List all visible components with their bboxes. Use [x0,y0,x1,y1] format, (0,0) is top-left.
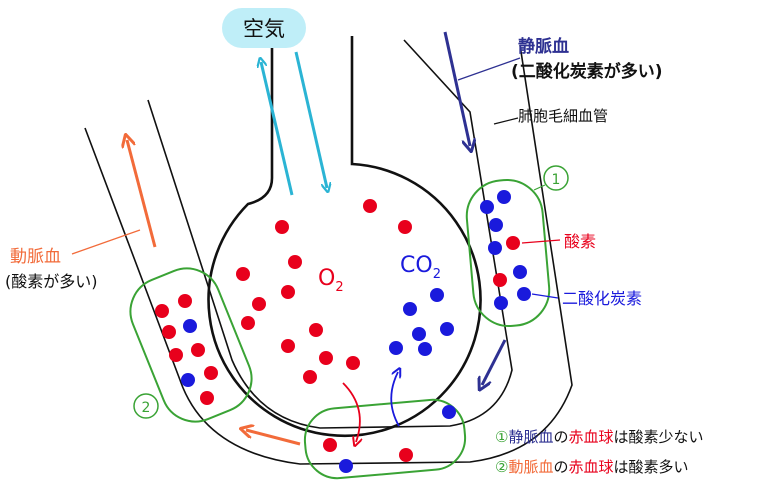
air-label: 空気 [243,17,285,41]
co2-molecule [517,287,531,301]
cell-2-molecules [155,294,218,405]
co2-molecule [513,265,527,279]
oxygen-molecule [155,304,169,318]
capillary-label: 肺胞毛細血管 [518,107,608,125]
venous-pointer-line [457,57,521,81]
co2-molecule [403,302,417,316]
co2-molecule [430,288,444,302]
oxygen-molecule [346,356,360,370]
air-bubble [222,8,306,48]
arterial-pointer-line [71,229,141,255]
oxygen-molecule [162,325,176,339]
co2-molecule [488,241,502,255]
air-out-arrow [261,62,294,196]
oxygen-molecule [281,285,295,299]
oxygen-molecule [506,236,520,250]
marker-1-circle [543,165,569,191]
oxygen-molecule [309,323,323,337]
oxygen-molecule [399,448,413,462]
oxygen-molecule [204,366,218,380]
venous-flow-arrow-bottom [482,339,507,385]
marker-1-digit: 1 [552,172,561,188]
red-blood-cell-1 [465,178,551,328]
co2-molecule [442,405,456,419]
o2-label: O2 [318,266,344,295]
oxygen-molecule [191,343,205,357]
capillary-outer-wall [84,44,573,465]
venous-blood-title: 静脈血 [518,36,569,57]
co2-molecule [339,459,353,473]
legend-line-2: ②動脈血の赤血球は酸素多い [495,458,689,476]
co2-label: 二酸化炭素 [562,289,642,308]
marker-1-connector [533,184,546,191]
legend-line-1: ①静脈血の赤血球は酸素少ない [495,428,704,446]
co2-molecule [418,342,432,356]
co2-diffusion-arrow [390,372,399,427]
oxygen-molecule [169,348,183,362]
arterial-blood-note: (酸素が多い) [5,272,98,291]
arterial-blood-title: 動脈血 [10,247,61,267]
arterial-flow-arrow-top [127,140,157,248]
oxygen-molecule [275,220,289,234]
capillary-inner-wall [147,39,513,429]
co2-molecule [480,200,494,214]
red-blood-cell-2 [129,267,253,423]
venous-blood-note: (二酸化炭素が多い) [511,61,663,82]
marker-2-circle [133,393,159,419]
oxygen-label: 酸素 [564,232,596,251]
oxygen-molecule [493,273,507,287]
oxygen-molecule [363,199,377,213]
venous-flow-arrow-top [443,31,470,146]
oxygen-molecule [178,294,192,308]
oxygen-molecule [288,255,302,269]
oxygen-molecule [398,220,412,234]
oxygen-molecule [200,391,214,405]
oxygen-molecule [323,438,337,452]
co2-molecule [181,373,195,387]
oxygen-pointer-line [521,239,561,244]
co2-molecule [497,190,511,204]
co2-molecule [494,296,508,310]
capillary-pointer-line [493,117,519,125]
oxygen-molecule [236,267,250,281]
co2-molecule [389,341,403,355]
alveolus-co2-molecules [389,288,454,356]
legend: ①静脈血の赤血球は酸素少ない ②動脈血の赤血球は酸素多い [495,428,704,476]
marker-2-digit: 2 [142,400,151,416]
air-in-arrow [294,51,327,188]
oxygen-diffusion-arrow [342,382,360,442]
co2-label-gas: CO2 [400,253,441,282]
oxygen-molecule [319,351,333,365]
alveolus-wall [207,36,482,438]
co2-molecule [412,327,426,341]
red-blood-cell-bottom [303,398,467,480]
arterial-flow-arrow-bottom [246,430,301,446]
cell-1-molecules [480,190,531,310]
oxygen-molecule [303,370,317,384]
bottom-cell-molecules [323,405,456,473]
oxygen-molecule [241,316,255,330]
oxygen-molecule [281,339,295,353]
oxygen-molecule [252,297,266,311]
co2-pointer-line [531,293,559,299]
co2-molecule [489,218,503,232]
co2-molecule [440,322,454,336]
alveolus-oxygen-molecules [236,199,412,384]
co2-molecule [183,319,197,333]
